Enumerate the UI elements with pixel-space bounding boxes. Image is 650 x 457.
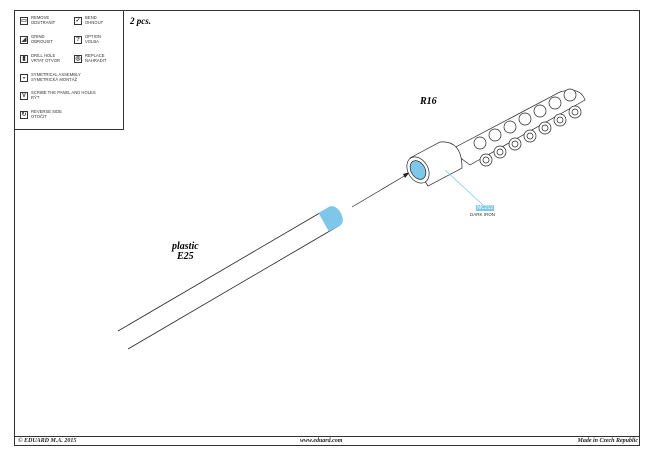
origin: Made in Czech Republic	[577, 438, 638, 444]
legend-remove: ▭REMOVE ODSTRANIT	[20, 15, 56, 25]
legend-grind: ◢GRIND OBROUSIT	[20, 34, 53, 44]
reverse-side-icon: ↻	[20, 110, 28, 119]
legend-drill: ▮DRILL HOLE VRTAT OTVOR	[20, 53, 60, 63]
paint-code: MC212	[476, 205, 495, 211]
bend-icon: ✓	[74, 16, 82, 25]
grind-icon: ◢	[20, 35, 28, 44]
paint-name: DARK IRON	[470, 212, 496, 217]
manifold-lugs	[449, 88, 586, 167]
drill-hole-icon: ▮	[20, 54, 28, 63]
legend-symmetrical: ◒SYMETRICAL ASSEMBLY SYMETRICKÁ MONTÁŽ	[20, 72, 81, 82]
symmetrical-assembly-icon: ◒	[20, 73, 28, 82]
legend-bend: ✓BEND OHNOUT	[74, 15, 104, 25]
plastic-rod	[117, 206, 343, 350]
symbol-legend: ▭REMOVE ODSTRANIT ✓BEND OHNOUT ◢GRIND OB…	[14, 10, 124, 130]
replace-icon: ◎	[74, 54, 82, 63]
legend-replace: ◎REPLACE NAHRADIT	[74, 53, 107, 63]
assembly-arrow	[351, 172, 410, 208]
quantity-label: 2 pcs.	[130, 16, 151, 26]
pe-part-r16	[406, 88, 586, 187]
remove-icon: ▭	[20, 16, 28, 25]
footer-divider	[14, 436, 640, 437]
plastic-part-number: E25	[177, 251, 194, 262]
copyright: © EDUARD M.A. 2015	[18, 438, 77, 444]
legend-option: ?OPTION VOLBA	[74, 34, 101, 44]
scribe-icon: V	[20, 91, 28, 100]
paint-callout-line	[444, 169, 484, 206]
pe-part-label: R16	[420, 96, 437, 107]
option-icon: ?	[74, 35, 82, 44]
sheet-frame	[14, 10, 640, 446]
plastic-text: plastic	[172, 241, 199, 252]
legend-reverse: ↻REVERSE SIDE OTOČIT	[20, 109, 62, 119]
website: www.eduard.com	[300, 438, 343, 444]
